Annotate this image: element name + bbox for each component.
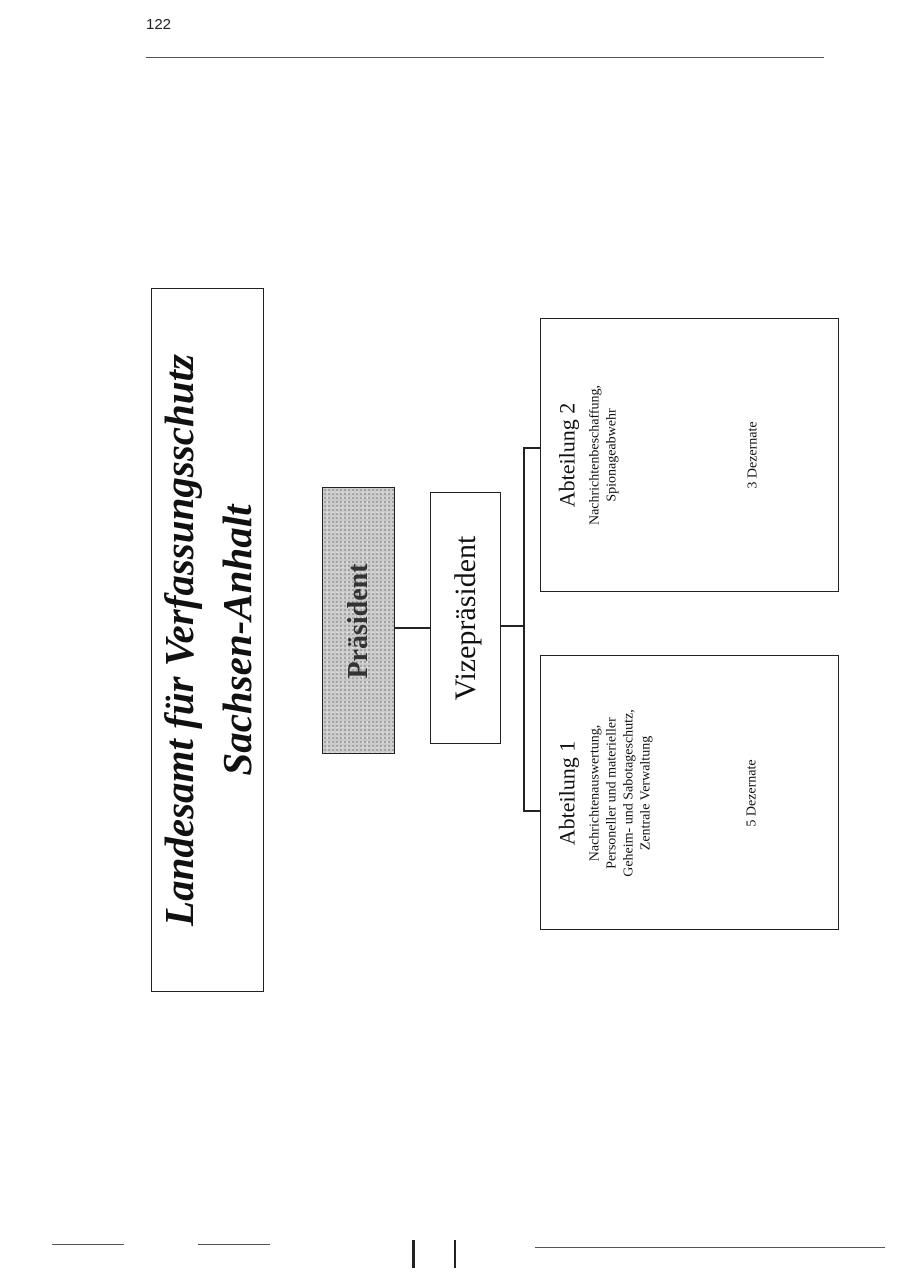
header-rule <box>146 57 824 58</box>
abteilung2-desc-line: Spionageabwehr <box>604 408 619 502</box>
bracket-top-tick <box>523 447 540 449</box>
footer-rule-mid <box>198 1244 270 1245</box>
bracket-bottom-tick <box>523 810 540 812</box>
title-line-2: Sachsen-Anhalt <box>213 504 260 776</box>
footer-rule-left <box>52 1244 124 1245</box>
abteilung1-dezernate: 5 Dezernate <box>744 758 759 827</box>
abteilung2-description: Nachrichtenbeschaffung, Spionageabwehr <box>586 385 620 525</box>
binding-mark <box>412 1240 415 1268</box>
vizepraesident-box: Vizepräsident <box>430 492 501 744</box>
praesident-box: Präsident <box>322 487 395 754</box>
connector-vize-bracket <box>501 625 524 627</box>
abteilung1-desc-line: Geheim- und Sabotageschutz, <box>621 708 636 877</box>
diagram-title: Landesamt für Verfassungsschutz Sachsen-… <box>150 354 266 926</box>
vizepraesident-label: Vizepräsident <box>448 535 482 701</box>
title-line-1: Landesamt für Verfassungsschutz <box>155 354 202 926</box>
abteilung1-desc-line: Nachrichtenauswertung, <box>587 724 602 861</box>
footer-rule-right <box>535 1247 885 1248</box>
bracket-vertical <box>523 447 525 811</box>
connector-praesident-vize <box>395 627 430 629</box>
abteilung2-desc-line: Nachrichtenbeschaffung, <box>587 384 602 526</box>
abteilung1-description: Nachrichtenauswertung, Personeller und m… <box>586 709 654 877</box>
abteilung2-name: Abteilung 2 <box>554 402 579 508</box>
page-number: 122 <box>146 16 172 33</box>
abteilung1-name: Abteilung 1 <box>554 740 579 845</box>
abteilung2-dezernate: 3 Dezernate <box>745 421 760 489</box>
abteilung2-content: Abteilung 2 Nachrichtenbeschaffung, Spio… <box>540 318 839 592</box>
abteilung1-desc-line: Zentrale Verwaltung <box>638 735 653 850</box>
abteilung1-desc-line: Personeller und materieller <box>604 716 619 869</box>
binding-mark <box>454 1240 456 1268</box>
abteilung1-content: Abteilung 1 Nachrichtenauswertung, Perso… <box>540 655 839 930</box>
abteilung2-box: Abteilung 2 Nachrichtenbeschaffung, Spio… <box>540 318 839 592</box>
abteilung1-box: Abteilung 1 Nachrichtenauswertung, Perso… <box>540 655 839 930</box>
praesident-label: Präsident <box>342 562 374 679</box>
title-box: Landesamt für Verfassungsschutz Sachsen-… <box>151 288 264 992</box>
